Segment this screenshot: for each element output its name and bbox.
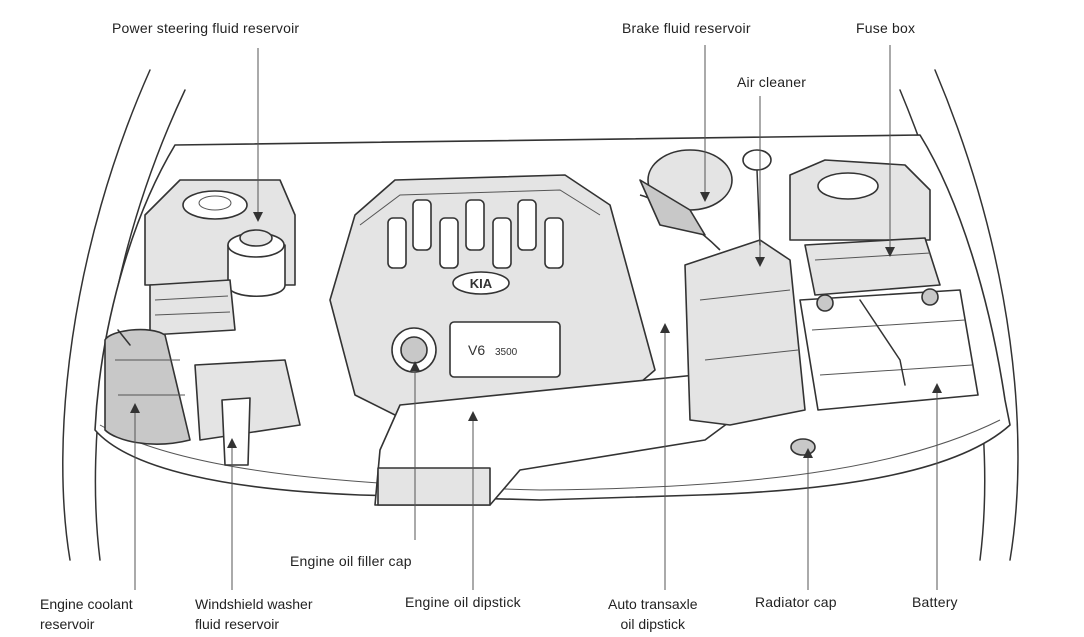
kia-logo-text: KIA bbox=[470, 276, 493, 291]
right-strut-tower bbox=[789, 159, 931, 241]
engine-cover bbox=[329, 174, 656, 421]
label-engine-coolant: Engine coolant reservoir bbox=[40, 596, 133, 632]
left-fender-outer bbox=[62, 69, 151, 561]
label-engine-oil-dipstick: Engine oil dipstick bbox=[405, 594, 521, 610]
label-radiator-cap: Radiator cap bbox=[755, 594, 837, 610]
label-fuse-box: Fuse box bbox=[856, 20, 916, 36]
battery-shape bbox=[799, 289, 979, 411]
air-cleaner-box bbox=[684, 239, 806, 426]
label-auto-transaxle: Auto transaxle oil dipstick bbox=[608, 596, 698, 632]
model-plate bbox=[449, 321, 561, 378]
fuse-box-shape bbox=[804, 237, 941, 296]
kia-logo-badge bbox=[452, 271, 510, 295]
engine-model-text: V6 bbox=[468, 342, 485, 358]
coolant-reservoir-shape bbox=[104, 328, 191, 445]
engine-displacement-text: 3500 bbox=[495, 347, 518, 358]
label-engine-oil-filler: Engine oil filler cap bbox=[290, 553, 412, 569]
radiator-cap-shape bbox=[790, 438, 816, 456]
label-washer-fluid: Windshield washer fluid reservoir bbox=[195, 596, 313, 632]
label-power-steering: Power steering fluid reservoir bbox=[112, 20, 300, 36]
brake-fluid-reservoir-shape bbox=[639, 179, 706, 236]
label-brake-fluid: Brake fluid reservoir bbox=[622, 20, 751, 36]
label-battery: Battery bbox=[912, 594, 958, 610]
right-fender-outer bbox=[934, 69, 1019, 561]
label-air-cleaner: Air cleaner bbox=[737, 74, 807, 90]
